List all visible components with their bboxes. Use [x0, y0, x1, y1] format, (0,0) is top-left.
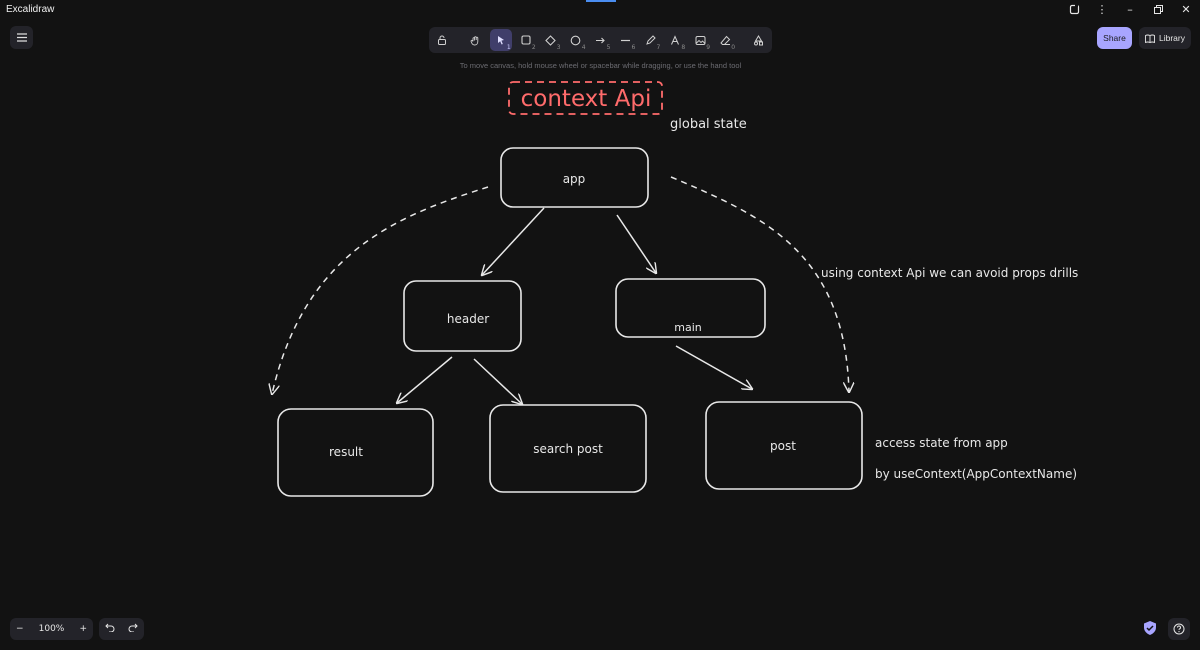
node-box-header[interactable]: [403, 280, 522, 352]
subtitle-text[interactable]: global state: [670, 117, 747, 132]
undo-button[interactable]: [105, 623, 115, 635]
tool-text[interactable]: 8: [664, 29, 686, 51]
kebab-menu-icon[interactable]: ⋮: [1096, 2, 1108, 16]
tool-line[interactable]: 6: [614, 29, 636, 51]
node-box-app[interactable]: [500, 147, 649, 208]
window-titlebar: Excalidraw ⋮ – ✕: [0, 0, 1200, 18]
tool-hand[interactable]: [465, 29, 487, 51]
pencil-icon: [646, 34, 656, 45]
zoom-out-button[interactable]: −: [16, 624, 24, 634]
minimize-icon[interactable]: –: [1127, 2, 1133, 16]
tool-key-hint: 0: [731, 44, 736, 51]
zoom-controls: − 100% +: [10, 618, 93, 640]
help-button[interactable]: [1168, 618, 1190, 640]
title-dashed-box[interactable]: [508, 81, 663, 115]
undo-icon: [105, 623, 115, 633]
tool-rectangle[interactable]: 2: [515, 29, 537, 51]
note-props-drilling[interactable]: using context Api we can avoid props dri…: [821, 266, 1078, 280]
arrow-header-to-result[interactable]: [397, 356, 453, 403]
pointer-icon: [497, 36, 504, 45]
tool-key-hint: 5: [606, 44, 611, 51]
tool-diamond[interactable]: 3: [540, 29, 562, 51]
close-icon[interactable]: ✕: [1181, 2, 1191, 16]
tool-lock[interactable]: [431, 29, 453, 51]
shapes-icon: [754, 34, 764, 45]
tool-key-hint: 1: [506, 44, 511, 51]
arrow-main-to-post[interactable]: [675, 345, 752, 389]
note-access-state[interactable]: access state from app: [875, 436, 1008, 450]
tool-ellipse[interactable]: 4: [565, 29, 587, 51]
help-icon: [1173, 623, 1185, 635]
note-use-context[interactable]: by useContext(AppContextName): [875, 467, 1077, 481]
node-box-search-post[interactable]: [489, 404, 647, 493]
line-icon: [620, 39, 630, 41]
node-label-main[interactable]: main: [674, 321, 702, 334]
tool-draw[interactable]: 7: [639, 29, 661, 51]
canvas-hint: To move canvas, hold mouse wheel or spac…: [459, 61, 742, 70]
shield-icon[interactable]: [1142, 620, 1158, 636]
dashed-arrow-app-to-result[interactable]: [272, 186, 489, 394]
tool-arrow[interactable]: 5: [590, 29, 612, 51]
library-button[interactable]: Library: [1139, 27, 1191, 49]
shape-toolbar: 1 2 3 4 5 6 7 8 9 0: [429, 27, 772, 53]
tool-key-hint: 8: [681, 44, 686, 51]
tool-eraser[interactable]: 0: [714, 29, 736, 51]
node-label-result[interactable]: result: [329, 445, 363, 459]
extensions-icon[interactable]: [1060, 0, 1088, 18]
lock-open-icon: [437, 35, 446, 45]
tool-key-hint: 4: [581, 44, 586, 51]
main-menu-button[interactable]: [10, 26, 33, 49]
titlebar-accent: [586, 0, 616, 2]
tool-image[interactable]: 9: [689, 29, 711, 51]
tool-key-hint: 6: [631, 44, 636, 51]
text-icon: [670, 34, 679, 45]
node-label-app[interactable]: app: [563, 172, 586, 186]
zoom-in-button[interactable]: +: [79, 624, 87, 634]
hamburger-icon: [16, 33, 27, 42]
arrow-app-to-header[interactable]: [482, 207, 545, 275]
node-box-main[interactable]: [615, 278, 766, 338]
hand-icon: [470, 35, 479, 45]
rectangle-icon: [521, 35, 531, 45]
library-label: Library: [1159, 33, 1185, 43]
node-box-result[interactable]: [277, 408, 434, 497]
tool-more[interactable]: [748, 29, 770, 51]
window-title: Excalidraw: [6, 3, 55, 15]
arrow-header-to-search-post[interactable]: [473, 358, 522, 404]
book-icon: [1145, 34, 1155, 43]
node-box-post[interactable]: [705, 401, 863, 490]
redo-button[interactable]: [128, 623, 138, 635]
dashed-arrow-app-to-post[interactable]: [670, 176, 849, 392]
zoom-level[interactable]: 100%: [38, 624, 65, 634]
node-label-search-post[interactable]: search post: [533, 442, 603, 456]
restore-icon[interactable]: [1144, 0, 1172, 18]
diamond-icon: [545, 34, 556, 46]
tool-key-hint: 3: [556, 44, 561, 51]
tool-key-hint: 9: [706, 44, 711, 51]
share-button[interactable]: Share: [1097, 27, 1132, 49]
image-icon: [695, 35, 706, 45]
diagram-title[interactable]: context Api: [521, 86, 652, 112]
tool-key-hint: 2: [531, 44, 536, 51]
ellipse-icon: [570, 35, 581, 45]
history-controls: [99, 618, 144, 640]
node-label-post[interactable]: post: [770, 439, 796, 453]
redo-icon: [128, 623, 138, 633]
tool-selection[interactable]: 1: [489, 29, 512, 51]
node-label-header[interactable]: header: [447, 312, 489, 326]
arrow-app-to-main[interactable]: [616, 214, 656, 273]
eraser-icon: [719, 35, 730, 45]
window-controls: ⋮ – ✕: [1060, 0, 1200, 18]
arrow-right-icon: [595, 37, 605, 43]
tool-key-hint: 7: [656, 44, 661, 51]
